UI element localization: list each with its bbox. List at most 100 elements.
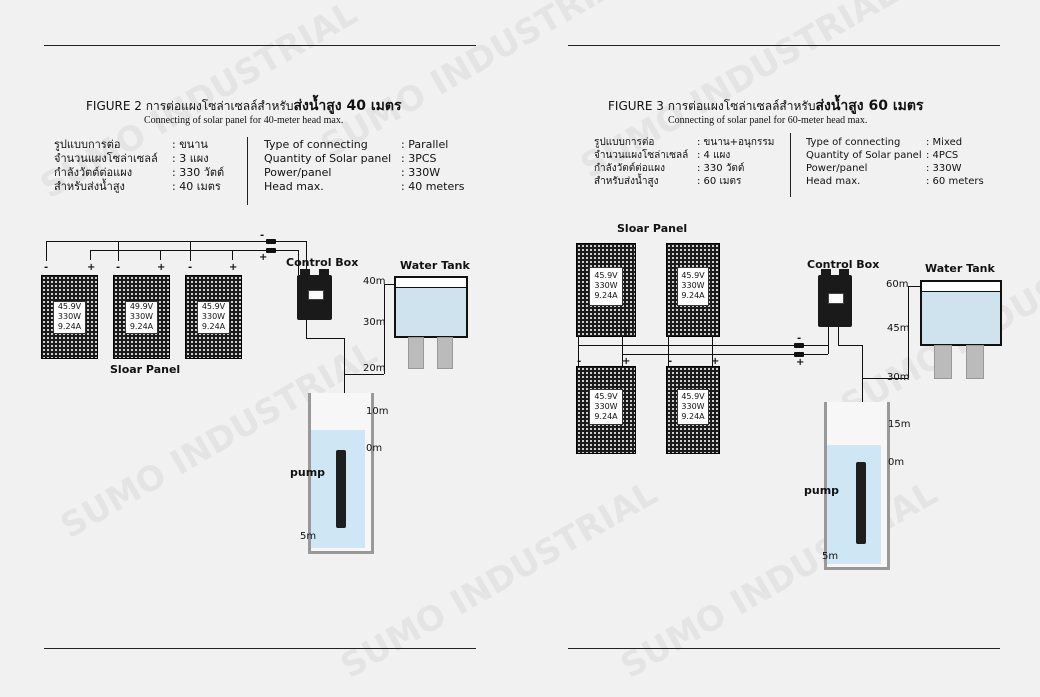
spec-value: : 60 เมตร: [697, 176, 742, 187]
control-box-ear: [300, 269, 310, 277]
spec-label: Quantity of Solar panel: [806, 150, 922, 161]
solar-panel-label: Sloar Panel: [110, 363, 181, 376]
spec-label: Power/panel: [806, 163, 868, 174]
spec-label: กำลังวัตต์ต่อแผง: [54, 166, 133, 179]
spec-divider: [790, 133, 791, 197]
wire: [908, 286, 909, 378]
panel-current: 9.24A: [57, 322, 82, 332]
pump: [336, 450, 346, 528]
figure-title: FIGURE 3 การต่อแผงโซล่าเซลล์สำหรับส่งน้ำ…: [608, 95, 924, 117]
height-mark: 15m: [888, 419, 911, 430]
figure-title: FIGURE 2 การต่อแผงโซล่าเซลล์สำหรับส่งน้ำ…: [86, 95, 402, 117]
figure-title-bold: ส่งน้ำสูง 60 เมตร: [815, 98, 924, 114]
panel-voltage: 49.9V: [129, 302, 154, 312]
pump-label: pump: [290, 466, 326, 479]
top-rule: [568, 45, 1000, 46]
minus-sign: -: [188, 262, 193, 273]
wire: [862, 378, 908, 379]
control-box-screen: [828, 292, 844, 305]
plus-sign: +: [796, 357, 805, 368]
panel-power: 330W: [57, 312, 82, 322]
figure-subtitle: Connecting of solar panel for 40-meter h…: [144, 115, 344, 126]
control-box-label: Control Box: [807, 258, 880, 271]
spec-label: Power/panel: [264, 166, 332, 179]
wire: [118, 241, 119, 261]
spec-value: : Parallel: [401, 138, 449, 151]
height-mark: 5m: [300, 531, 317, 542]
height-mark: 30m: [363, 317, 386, 328]
pump-label: pump: [804, 484, 840, 497]
height-mark: 5m: [822, 551, 839, 562]
wire: [298, 250, 299, 275]
fuse: [794, 352, 804, 357]
panel-power: 330W: [681, 401, 705, 411]
minus-sign: -: [44, 262, 49, 273]
wire: [828, 326, 829, 354]
figure-subtitle: Connecting of solar panel for 60-meter h…: [668, 115, 868, 126]
spec-label: Type of connecting: [264, 138, 368, 151]
plus-sign: +: [259, 252, 268, 263]
spec-th-values: : ขนาน : 3 แผง : 330 วัตต์ : 40 เมตร: [172, 138, 224, 194]
watermark: SUMO INDUSTRIAL: [613, 473, 945, 687]
spec-value: : 4 แผง: [697, 150, 731, 161]
spec-value: : 330 วัตต์: [172, 166, 225, 179]
spec-label: Head max.: [264, 180, 324, 193]
control-box: [297, 269, 332, 320]
bottom-rule: [568, 648, 1000, 649]
spec-value: : 330W: [401, 166, 441, 179]
spec-divider: [247, 137, 248, 205]
spec-en-labels: Type of connecting Quantity of Solar pan…: [806, 136, 922, 188]
spec-label: รูปแบบการต่อ: [594, 137, 655, 148]
height-mark: 0m: [888, 457, 905, 468]
wire: [668, 336, 669, 366]
wire: [90, 250, 266, 251]
spec-label: จำนวนแผงโซล่าเซลล์: [54, 152, 158, 165]
spec-label: Type of connecting: [806, 137, 901, 148]
wire: [190, 241, 191, 261]
solar-panel: 45.9V 330W 9.24A: [666, 243, 720, 337]
solar-panel: 45.9V 330W 9.24A: [666, 366, 720, 454]
panel-current: 9.24A: [681, 411, 705, 421]
wire: [232, 250, 233, 260]
spec-value: : 4PCS: [926, 150, 959, 161]
wire: [276, 241, 306, 242]
spec-th-values: : ขนาน+อนุกรรม : 4 แผง : 330 วัตต์ : 60 …: [697, 136, 774, 188]
plus-sign: +: [87, 262, 96, 273]
minus-sign: -: [668, 356, 673, 367]
wire: [384, 284, 394, 285]
spec-value: : ขนาน: [172, 138, 208, 151]
water-tank: [920, 280, 1002, 346]
spec-label: จำนวนแผงโซล่าเซลล์: [594, 150, 689, 161]
fuse: [266, 248, 276, 253]
plus-sign: +: [711, 327, 720, 338]
control-box-label: Control Box: [286, 256, 359, 269]
height-mark: 40m: [363, 276, 386, 287]
spec-th-labels: รูปแบบการต่อ จำนวนแผงโซล่าเซลล์ กำลังวัต…: [54, 138, 158, 194]
spec-label: Head max.: [806, 176, 861, 187]
panel-spec: 45.9V 330W 9.24A: [588, 388, 624, 425]
panel-power: 330W: [201, 312, 226, 322]
wire: [804, 354, 828, 355]
panel-power: 330W: [594, 281, 618, 291]
tank-stand: [966, 345, 984, 379]
wire: [46, 241, 266, 242]
water-tank: [394, 276, 468, 338]
plus-sign: +: [711, 356, 720, 367]
well-water: [827, 445, 881, 564]
spec-label: สำหรับส่งน้ำสูง: [54, 180, 125, 193]
solar-panel: 45.9V 330W 9.24A: [576, 366, 636, 454]
figure-title-bold: ส่งน้ำสูง 40 เมตร: [293, 98, 402, 114]
wire: [838, 327, 839, 345]
tank-rim: [394, 276, 468, 288]
panel-voltage: 45.9V: [681, 271, 705, 281]
spec-label: สำหรับส่งน้ำสูง: [594, 176, 659, 187]
panel-voltage: 45.9V: [201, 302, 226, 312]
panel-voltage: 45.9V: [594, 271, 618, 281]
panel-current: 9.24A: [681, 291, 705, 301]
solar-panel: 49.9V 330W 9.24A: [113, 275, 170, 359]
bottom-rule: [44, 648, 476, 649]
water-tank-label: Water Tank: [925, 262, 995, 275]
spec-value: : 40 เมตร: [172, 180, 221, 193]
solar-panel-label: Sloar Panel: [617, 222, 688, 235]
height-mark: 60m: [886, 279, 909, 290]
